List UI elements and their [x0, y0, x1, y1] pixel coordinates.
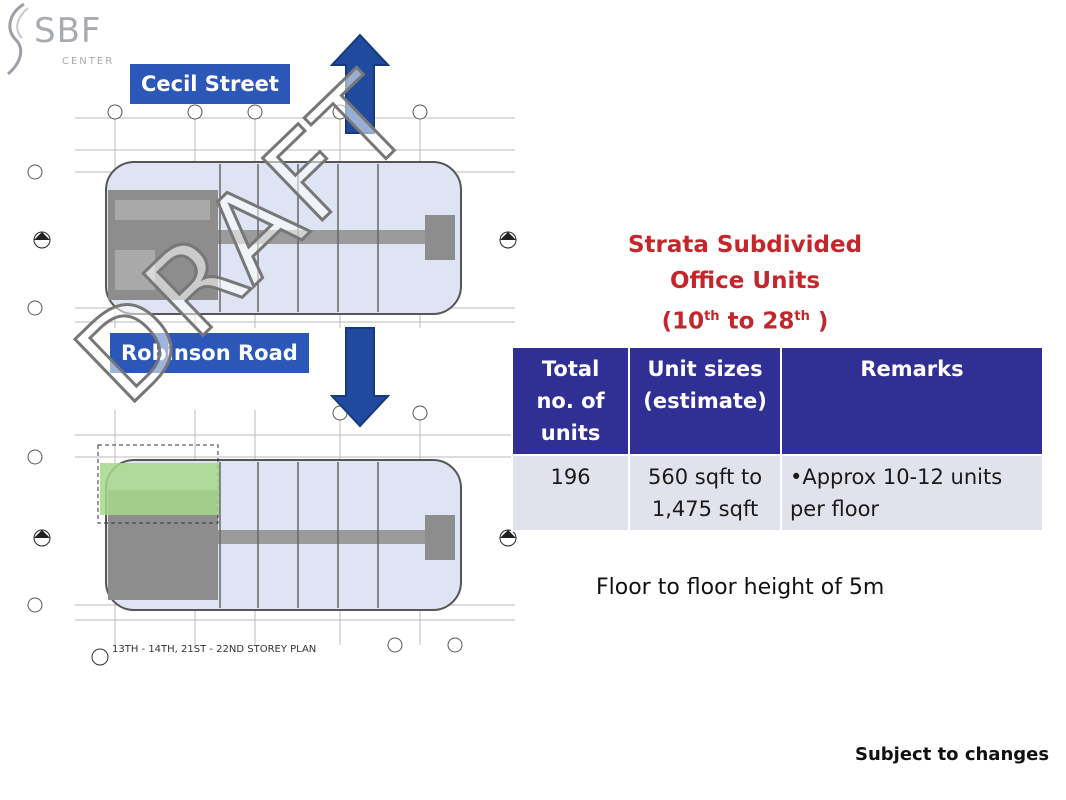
cell-unit-sizes: 560 sqft to 1,475 sqft — [628, 454, 782, 532]
header-unit-sizes: Unit sizes (estimate) — [628, 346, 782, 456]
table-row: 196 560 sqft to 1,475 sqft •Approx 10-12… — [510, 454, 1045, 532]
south-arrow-icon — [330, 327, 390, 428]
plan-caption: 13TH - 14TH, 21ST - 22ND STOREY PLAN — [112, 644, 317, 655]
floor-plan-bottom — [27, 405, 517, 666]
table-header-row: Total no. of units Unit sizes (estimate)… — [510, 346, 1045, 456]
headline: Strata Subdivided Office Units (10th to … — [580, 227, 910, 340]
north-arrow-icon — [330, 33, 390, 134]
sbf-center-logo: SBF CENTER — [0, 0, 120, 80]
swoosh-icon — [6, 2, 29, 76]
logo-brand: SBF — [34, 11, 102, 51]
cell-remarks: •Approx 10-12 units per floor — [779, 454, 1045, 532]
floor-plan-top — [27, 104, 517, 328]
robinson-road-label: Robinson Road — [110, 333, 309, 373]
logo-sub: CENTER — [62, 56, 115, 67]
headline-line1: Strata Subdivided — [627, 232, 863, 258]
headline-line3: (10th to 28th ) — [661, 308, 829, 335]
header-total-units: Total no. of units — [510, 346, 631, 456]
floor-height-note: Floor to floor height of 5m — [596, 575, 885, 600]
subject-to-changes-note: Subject to changes — [855, 744, 1050, 765]
cecil-street-label: Cecil Street — [130, 64, 290, 104]
headline-line2: Office Units — [669, 268, 821, 294]
cell-total-units: 196 — [510, 454, 631, 532]
units-table: Total no. of units Unit sizes (estimate)… — [510, 346, 1045, 532]
header-remarks: Remarks — [779, 346, 1045, 456]
